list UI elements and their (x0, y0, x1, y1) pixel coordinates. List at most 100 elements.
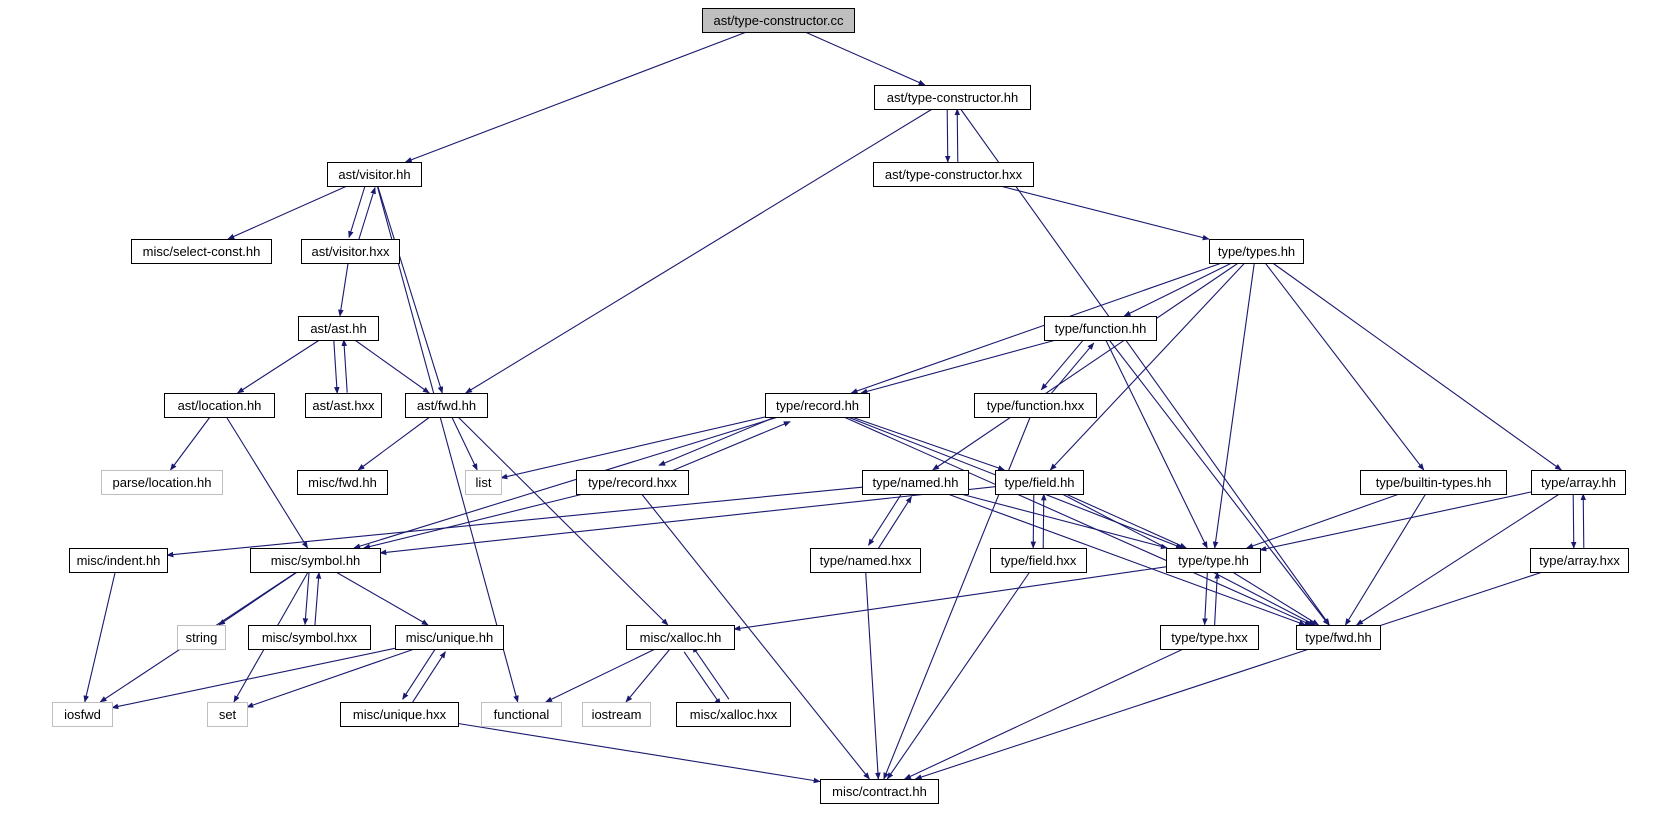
edge-ast-hh-to-fwd-hh (354, 339, 430, 394)
node-type-hxx[interactable]: type/type.hxx (1160, 625, 1259, 650)
edge-function-hh-to-function-hxx (1040, 336, 1087, 391)
node-box (1209, 239, 1304, 264)
node-location-hh[interactable]: ast/location.hh (164, 393, 275, 418)
node-field-hh[interactable]: type/field.hh (995, 470, 1084, 495)
node-type-fwd-hh[interactable]: type/fwd.hh (1296, 625, 1381, 650)
edge-types-hh-to-function-hh (1123, 262, 1232, 317)
node-label: type/type.hh (1178, 553, 1249, 568)
node-box (395, 625, 504, 650)
edge-type-hh-to-type-fwd-hh (1232, 571, 1320, 626)
node-visitor-hxx[interactable]: ast/visitor.hxx (301, 239, 400, 264)
node-xalloc-hh[interactable]: misc/xalloc.hh (626, 625, 735, 650)
edge-type-hh-to-xalloc-hh (733, 566, 1167, 632)
node-box (405, 393, 488, 418)
node-box (297, 470, 388, 495)
node-named-hxx[interactable]: type/named.hxx (810, 548, 921, 573)
node-fwd-hh[interactable]: ast/fwd.hh (405, 393, 488, 418)
node-type-constructor-hxx[interactable]: ast/type-constructor.hxx (873, 162, 1034, 187)
node-box (177, 625, 226, 650)
node-misc-fwd-hh[interactable]: misc/fwd.hh (297, 470, 388, 495)
node-label: iostream (592, 707, 642, 722)
edge-types-hh-to-named-hh (932, 262, 1239, 471)
edge-record-hh-to-list (500, 416, 766, 480)
edge-types-hh-to-record-hh (850, 262, 1222, 394)
edge-named-hh-to-indent-hh (166, 486, 863, 558)
node-visitor-hh[interactable]: ast/visitor.hh (327, 162, 422, 187)
node-function-hxx[interactable]: type/function.hxx (974, 393, 1097, 418)
node-indent-hh[interactable]: misc/indent.hh (69, 548, 168, 573)
edge-record-hh-to-type-fwd-hh (843, 416, 1312, 626)
node-iostream: iostream (582, 702, 651, 727)
node-ast-hxx[interactable]: ast/ast.hxx (305, 393, 382, 418)
node-box (702, 8, 855, 33)
edge-record-hh-to-symbol-hh (353, 416, 779, 549)
node-label: ast/location.hh (178, 398, 262, 413)
node-unique-hxx[interactable]: misc/unique.hxx (340, 702, 459, 727)
edge-visitor-hxx-to-visitor-hh (357, 186, 376, 241)
node-box (131, 239, 272, 264)
node-label: type/function.hh (1055, 321, 1147, 336)
node-array-hxx[interactable]: type/array.hxx (1530, 548, 1629, 573)
node-type-hh[interactable]: type/type.hh (1166, 548, 1261, 573)
node-label: misc/xalloc.hxx (690, 707, 778, 722)
node-types-hh[interactable]: type/types.hh (1209, 239, 1304, 264)
node-function-hh[interactable]: type/function.hh (1044, 316, 1157, 341)
node-contract-hh[interactable]: misc/contract.hh (820, 779, 939, 804)
edge-unique-hxx-to-contract-hh (457, 722, 821, 784)
edge-named-hh-to-named-hxx (868, 491, 904, 546)
edge-type-constructor-hh-to-type-constructor-hxx (944, 109, 951, 163)
node-box (69, 548, 168, 573)
edge-symbol-hxx-to-symbol-hh (314, 571, 322, 626)
node-label: list (476, 475, 492, 490)
node-box (810, 548, 921, 573)
node-box (1530, 548, 1629, 573)
node-box (164, 393, 275, 418)
node-label: string (186, 630, 218, 645)
node-unique-hh[interactable]: misc/unique.hh (395, 625, 504, 650)
node-label: type/type.hxx (1171, 630, 1248, 645)
node-symbol-hxx[interactable]: misc/symbol.hxx (248, 625, 371, 650)
node-label: type/field.hxx (1001, 553, 1077, 568)
node-label: type/named.hxx (820, 553, 912, 568)
node-xalloc-hxx[interactable]: misc/xalloc.hxx (676, 702, 791, 727)
edge-named-hxx-to-named-hh (876, 496, 912, 551)
node-select-const-hh[interactable]: misc/select-const.hh (131, 239, 272, 264)
node-named-hh[interactable]: type/named.hh (862, 470, 969, 495)
node-string: string (177, 625, 226, 650)
node-box (820, 779, 939, 804)
node-parse-location-hh: parse/location.hh (101, 470, 223, 495)
node-label: misc/symbol.hh (271, 553, 361, 568)
edge-named-hh-to-type-hh (960, 493, 1168, 550)
node-record-hxx[interactable]: type/record.hxx (576, 470, 689, 495)
edge-array-hh-to-type-hh (1259, 491, 1532, 552)
edge-field-hh-to-type-hh (1065, 493, 1187, 549)
node-label: iosfwd (64, 707, 101, 722)
edge-record-hxx-to-contract-hh (641, 493, 870, 780)
node-ast-hh[interactable]: ast/ast.hh (298, 316, 379, 341)
node-label: type/builtin-types.hh (1376, 475, 1492, 490)
node-type-constructor-cc: ast/type-constructor.cc (702, 8, 855, 33)
node-field-hxx[interactable]: type/field.hxx (990, 548, 1087, 573)
node-array-hh[interactable]: type/array.hh (1531, 470, 1626, 495)
node-iosfwd: iosfwd (52, 702, 113, 727)
node-box (52, 702, 113, 727)
node-record-hh[interactable]: type/record.hh (765, 393, 870, 418)
edge-types-hh-to-type-hh (1212, 262, 1255, 549)
edge-fwd-hh-to-xalloc-hh (457, 416, 669, 626)
node-symbol-hh[interactable]: misc/symbol.hh (250, 548, 381, 573)
edge-function-hh-to-type-hh (1105, 339, 1208, 549)
edge-record-hh-to-field-hh (851, 416, 1006, 471)
edge-unique-hh-to-set (246, 648, 415, 708)
node-box (327, 162, 422, 187)
node-builtin-types-hh[interactable]: type/builtin-types.hh (1360, 470, 1507, 495)
node-box (862, 470, 969, 495)
node-box (340, 702, 459, 727)
node-list: list (465, 470, 502, 495)
node-type-constructor-hh[interactable]: ast/type-constructor.hh (874, 85, 1031, 110)
node-label: misc/indent.hh (77, 553, 161, 568)
node-box (250, 548, 381, 573)
edge-unique-hh-to-unique-hxx (402, 646, 438, 700)
edge-ast-hh-to-ast-hxx (333, 340, 340, 394)
node-box (582, 702, 651, 727)
